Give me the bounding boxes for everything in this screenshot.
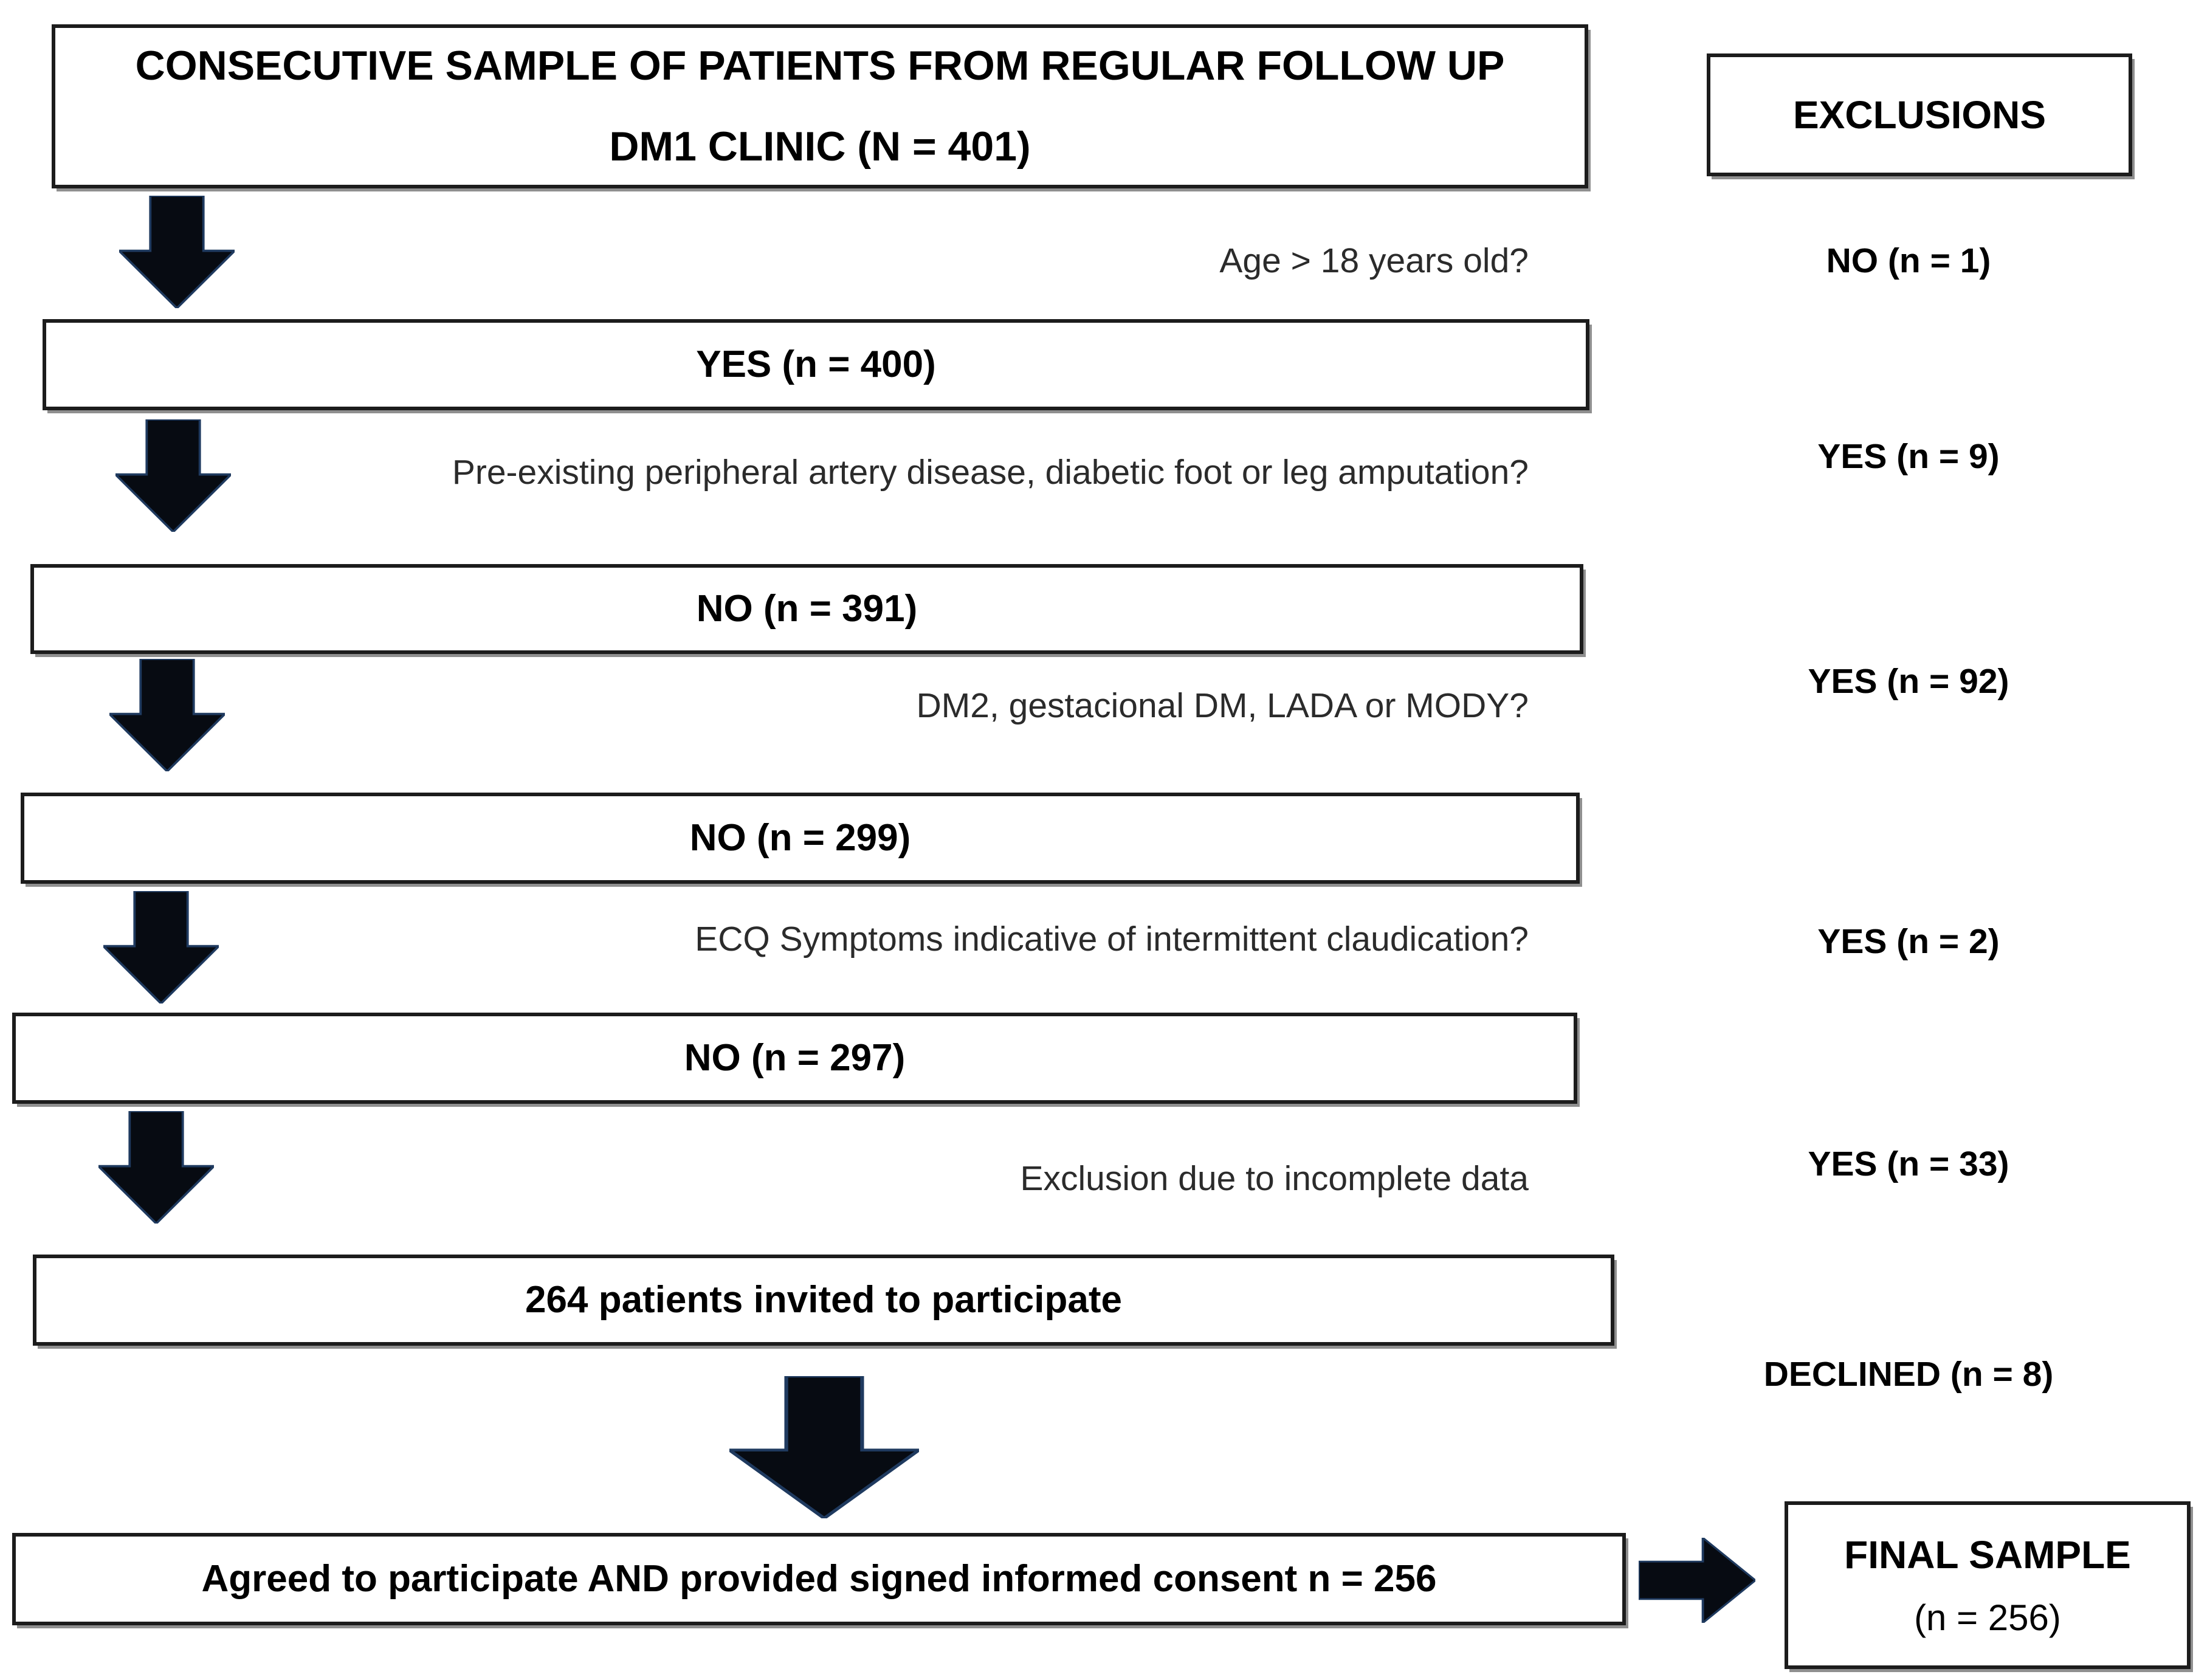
final-sample-line1: FINAL SAMPLE: [1844, 1532, 2131, 1577]
invited-box: 264 patients invited to participate: [33, 1255, 1614, 1346]
result-box-pad: NO (n = 391): [30, 564, 1583, 654]
exclusion-count-age: NO (n = 1): [1826, 241, 1991, 280]
declined-count: DECLINED (n = 8): [1763, 1355, 2054, 1394]
source-population-box: CONSECUTIVE SAMPLE OF PATIENTS FROM REGU…: [52, 24, 1588, 188]
result-box-diabetes-type: NO (n = 299): [21, 793, 1580, 884]
final-sample-line2: (n = 256): [1914, 1597, 2061, 1638]
right-arrow-icon: [1639, 1538, 1755, 1623]
exclusion-count-claudication: YES (n = 2): [1817, 922, 2000, 961]
down-arrow-icon: [103, 891, 219, 1004]
down-arrow-icon: [119, 196, 235, 308]
result-box-claudication-label: NO (n = 297): [684, 1037, 906, 1079]
question-diabetes-type: DM2, gestacional DM, LADA or MODY?: [916, 686, 1529, 725]
result-box-age: YES (n = 400): [43, 319, 1589, 410]
consent-box: Agreed to participate AND provided signe…: [12, 1533, 1626, 1625]
question-age: Age > 18 years old?: [1219, 241, 1529, 280]
result-box-claudication: NO (n = 297): [12, 1013, 1577, 1104]
result-box-diabetes-type-label: NO (n = 299): [689, 817, 911, 859]
question-claudication: ECQ Symptoms indicative of intermittent …: [695, 920, 1529, 959]
question-incomplete-data: Exclusion due to incomplete data: [1020, 1159, 1529, 1198]
source-box-line1: CONSECUTIVE SAMPLE OF PATIENTS FROM REGU…: [135, 43, 1505, 89]
result-box-age-label: YES (n = 400): [696, 343, 936, 386]
source-box-line2: DM1 CLINIC (N = 401): [609, 123, 1031, 170]
exclusion-count-pad: YES (n = 9): [1817, 437, 2000, 476]
exclusion-count-diabetes-type: YES (n = 92): [1808, 662, 2009, 701]
down-arrow-icon: [109, 659, 225, 771]
final-sample-box: FINAL SAMPLE (n = 256): [1785, 1501, 2191, 1669]
exclusions-header-box: EXCLUSIONS: [1707, 53, 2132, 176]
down-arrow-icon: [115, 419, 231, 532]
exclusions-header-label: EXCLUSIONS: [1792, 93, 2046, 137]
question-pad: Pre-existing peripheral artery disease, …: [452, 453, 1529, 492]
big-down-arrow-icon: [729, 1376, 919, 1518]
exclusion-count-incomplete-data: YES (n = 33): [1808, 1145, 2009, 1183]
result-box-pad-label: NO (n = 391): [696, 588, 918, 630]
consent-box-label: Agreed to participate AND provided signe…: [201, 1558, 1437, 1600]
invited-box-label: 264 patients invited to participate: [525, 1279, 1122, 1321]
down-arrow-icon: [98, 1111, 214, 1224]
